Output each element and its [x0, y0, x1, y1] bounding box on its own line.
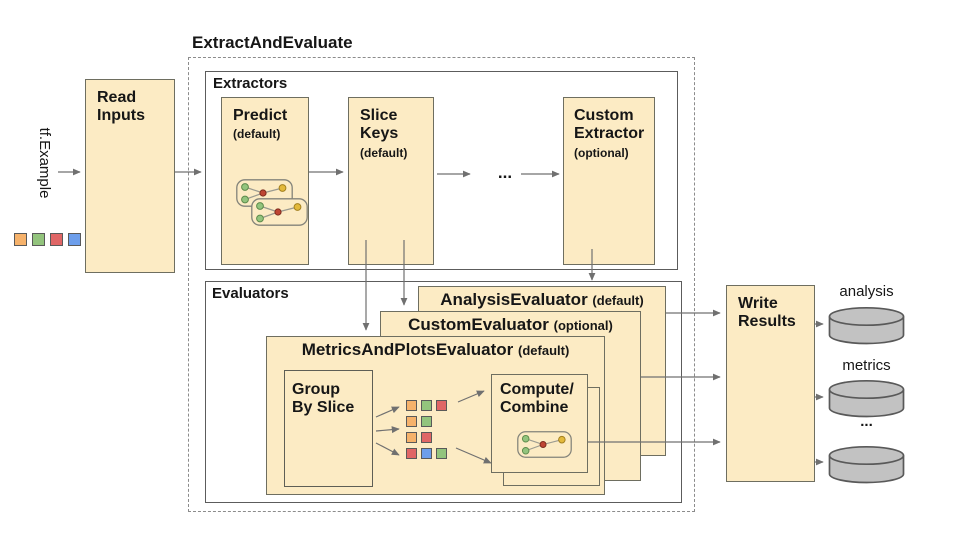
- example-color-square-red: [50, 233, 63, 246]
- slice-square-orange: [406, 400, 417, 411]
- group-by-slice-line2: By Slice: [292, 399, 355, 417]
- custom-extractor-box: Custom Extractor (optional): [563, 97, 655, 265]
- example-color-square-blue: [68, 233, 81, 246]
- write-results-line1: Write: [738, 295, 778, 312]
- slice-grid: [406, 400, 447, 464]
- slice-square-red: [421, 432, 432, 443]
- slice-square-orange: [406, 416, 417, 427]
- predict-title: Predict: [233, 107, 288, 124]
- slice-square-orange: [406, 432, 417, 443]
- slice-row-3: [406, 432, 447, 443]
- model-graph-icon: [517, 431, 572, 458]
- evaluators-label: Evaluators: [212, 285, 289, 302]
- extractor-chain-ellipsis: ...: [497, 163, 513, 182]
- custom-extractor-title-line2: Extractor: [574, 125, 645, 143]
- example-color-square-orange: [14, 233, 27, 246]
- predict-extractor-box: Predict (default): [221, 97, 309, 265]
- custom-extractor-title-line1: Custom: [574, 107, 634, 124]
- slice-square-green: [421, 416, 432, 427]
- slice-keys-qualifier: (default): [360, 145, 408, 160]
- slice-keys-title-line1: Slice: [360, 107, 398, 124]
- database-icon: [828, 306, 905, 345]
- database-icon: [828, 379, 905, 418]
- slice-row-2: [406, 416, 447, 427]
- custom-extractor-qualifier: (optional): [574, 145, 629, 160]
- example-color-square-green: [32, 233, 45, 246]
- model-graph-icon: [251, 198, 308, 226]
- slice-square-green: [421, 400, 432, 411]
- metrics-and-plots-evaluator-title: MetricsAndPlotsEvaluator (default): [301, 340, 570, 359]
- slice-keys-title-line2: Keys: [360, 125, 399, 143]
- extractors-label: Extractors: [213, 75, 288, 92]
- input-label: tf.Example: [36, 127, 53, 199]
- slice-square-blue: [421, 448, 432, 459]
- read-inputs-box: Read Inputs: [85, 79, 175, 273]
- extract-and-evaluate-dashed-box: [188, 57, 695, 512]
- slice-keys-extractor-box: Slice Keys (default): [348, 97, 434, 265]
- slice-square-green: [436, 448, 447, 459]
- compute-combine-line1: Compute/: [500, 381, 574, 398]
- write-results-box: Write Results: [726, 285, 815, 482]
- slice-square-red: [406, 448, 417, 459]
- compute-combine-box: Compute/ Combine: [491, 374, 588, 473]
- write-results-line2: Results: [738, 313, 796, 331]
- output-label-analysis: analysis: [839, 283, 894, 300]
- slice-square-red: [436, 400, 447, 411]
- group-by-slice-line1: Group: [292, 381, 340, 398]
- diagram-title: ExtractAndEvaluate: [192, 33, 353, 52]
- slice-row-4: [406, 448, 447, 459]
- read-inputs-title-line1: Read: [97, 89, 137, 106]
- compute-combine-line2: Combine: [500, 399, 569, 417]
- group-by-slice-box: Group By Slice: [284, 370, 373, 487]
- model-graph-icon: [236, 179, 293, 207]
- output-label-metrics: metrics: [842, 357, 891, 374]
- predict-qualifier: (default): [233, 127, 281, 142]
- database-icon: [828, 445, 905, 484]
- input-legend: [14, 233, 86, 246]
- read-inputs-title-line2: Inputs: [97, 107, 145, 125]
- custom-evaluator-title: CustomEvaluator (optional): [408, 315, 613, 334]
- analysis-evaluator-title: AnalysisEvaluator (default): [440, 290, 644, 309]
- output-label-more: ...: [860, 413, 873, 430]
- slice-row-1: [406, 400, 447, 411]
